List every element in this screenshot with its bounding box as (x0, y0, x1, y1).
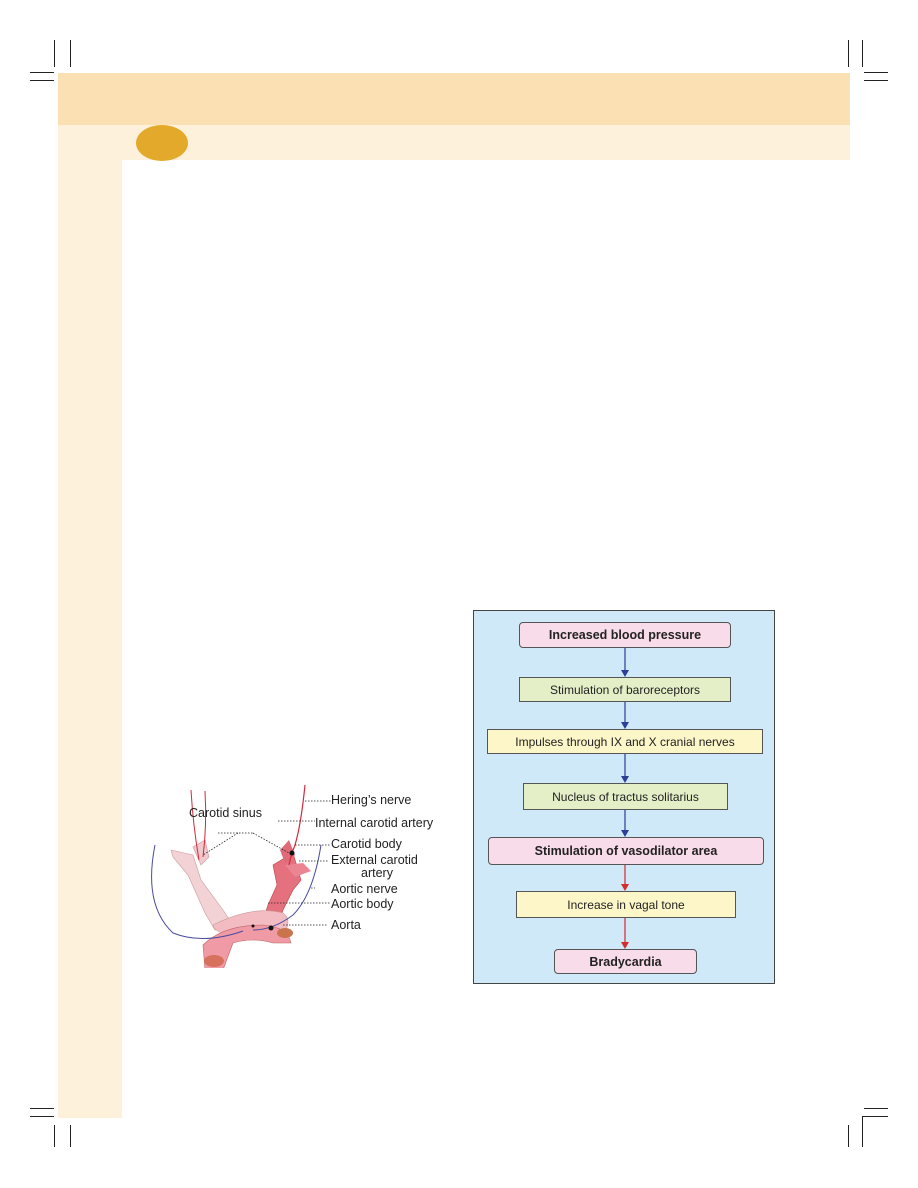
header-band (58, 73, 850, 125)
label-carotid-body: Carotid body (331, 837, 402, 851)
label-aortic-body: Aortic body (331, 897, 394, 911)
flow-step: Stimulation of baroreceptors (519, 677, 731, 702)
crop-mark (70, 1125, 71, 1147)
crop-mark (30, 1116, 54, 1117)
crop-mark (848, 1125, 849, 1147)
label-internal-carotid-artery: Internal carotid artery (315, 816, 434, 830)
left-margin-band (58, 160, 122, 1118)
flow-step: Bradycardia (554, 949, 697, 974)
subheader-band (58, 125, 850, 160)
anatomy-illustration (151, 785, 331, 968)
crop-mark (30, 1108, 54, 1109)
crop-mark (864, 1108, 888, 1109)
flow-step: Impulses through IX and X cranial nerves (487, 729, 763, 754)
crop-mark (864, 72, 888, 73)
flow-step: Nucleus of tractus solitarius (523, 783, 728, 810)
label-external-carotid: External carotid (331, 853, 418, 867)
label-aortic-nerve: Aortic nerve (331, 882, 398, 896)
baroreceptor-anatomy-figure: Carotid sinus Hering’s nerve Internal ca… (143, 785, 441, 968)
crop-mark (70, 40, 71, 67)
baroreceptor-reflex-flowchart: Increased blood pressure Stimulation of … (473, 610, 775, 984)
crop-mark (30, 80, 54, 81)
label-carotid-sinus: Carotid sinus (189, 806, 262, 820)
flow-step: Increased blood pressure (519, 622, 731, 648)
crop-mark (54, 40, 55, 67)
crop-mark (30, 72, 54, 73)
crop-mark (862, 40, 863, 67)
flow-step: Stimulation of vasodilator area (488, 837, 764, 865)
chapter-oval-badge (136, 125, 188, 161)
crop-mark (862, 1116, 888, 1117)
crop-mark (54, 1125, 55, 1147)
flow-step: Increase in vagal tone (516, 891, 736, 918)
crop-mark (864, 80, 888, 81)
label-aorta: Aorta (331, 918, 361, 932)
crop-mark (862, 1116, 863, 1147)
label-herings-nerve: Hering’s nerve (331, 793, 412, 807)
label-external-carotid-artery: artery (361, 866, 393, 880)
crop-mark (848, 40, 849, 67)
